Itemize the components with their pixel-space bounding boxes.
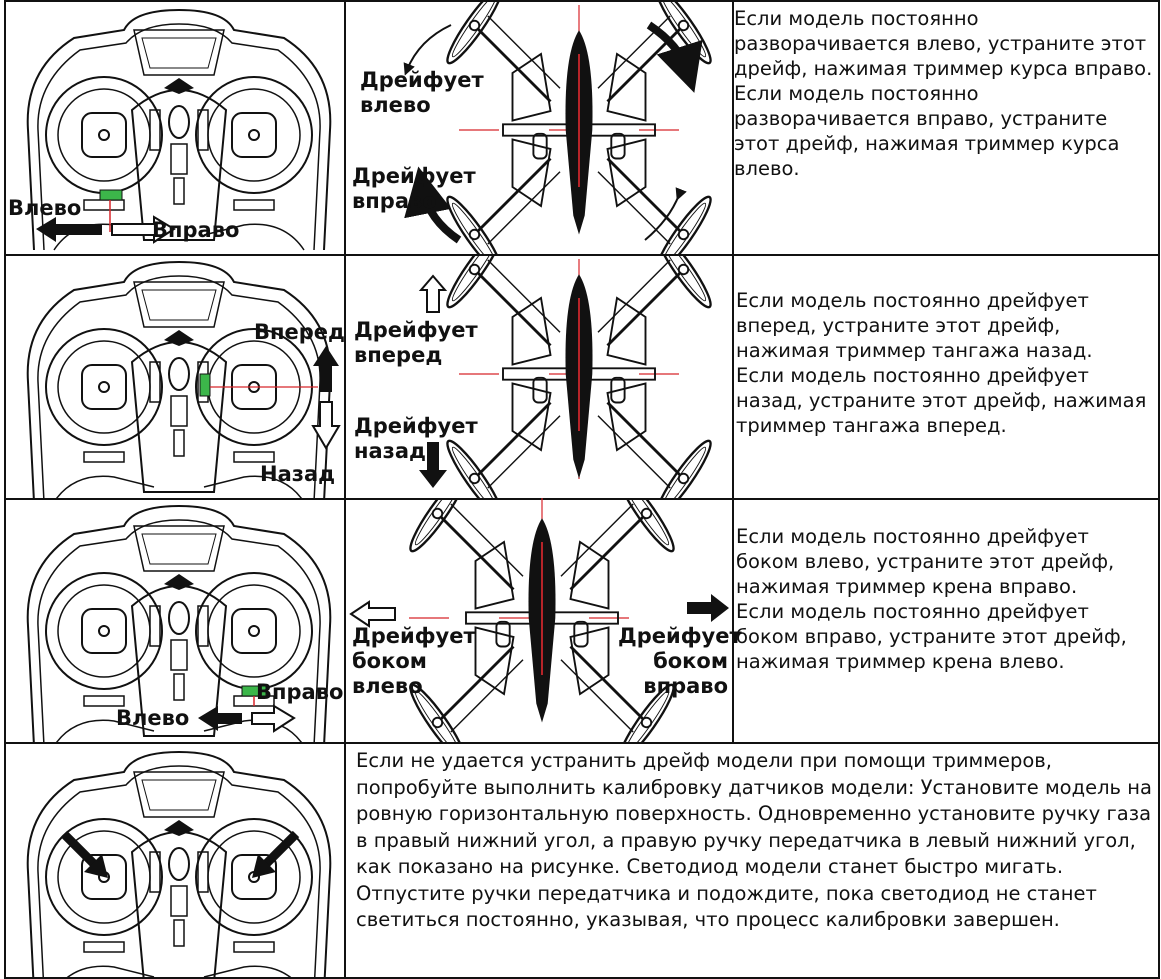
drone-label-1: Дрейфует боком влево xyxy=(352,624,476,698)
row-description: Если модель постоянно дрейфует вперед, у… xyxy=(736,288,1156,438)
description-para: Если модель постоянно дрейфует боком вле… xyxy=(736,525,1115,598)
transmitter-icon xyxy=(26,505,332,742)
drone-label-2: Дрейфует боком вправо xyxy=(618,624,742,698)
label-left: Влево xyxy=(8,196,82,220)
transmitter-icon xyxy=(26,261,332,498)
transmitter-icon xyxy=(26,751,332,979)
arrow-icon xyxy=(198,704,296,733)
description-para: Если модель постоянно дрейфует боком впр… xyxy=(736,600,1127,673)
quadcopter-icon xyxy=(418,254,735,498)
label-forward: Вперед xyxy=(254,320,345,344)
description-para: Если модель постоянно дрейфует вперед, у… xyxy=(736,289,1093,362)
drone-label-2: Дрейфует вправо xyxy=(352,164,476,213)
drone-label-2: Дрейфует назад xyxy=(354,414,478,463)
arrow-icon xyxy=(36,215,176,244)
row-roll: Вправо Влево Дрейфует боком влево Дрейфу… xyxy=(4,498,1160,742)
drone-label-1: Дрейфует влево xyxy=(360,68,484,117)
label-back: Назад xyxy=(260,462,336,486)
label-left: Влево xyxy=(116,706,190,730)
row-description: Если модель постоянно дрейфует боком вле… xyxy=(736,524,1156,674)
label-right: Вправо xyxy=(152,218,240,242)
quadcopter-icon xyxy=(403,0,735,254)
description-para: Если модель постоянно разворачивается вп… xyxy=(734,82,1120,180)
instruction-table xyxy=(4,0,1160,979)
transmitter-icon xyxy=(26,9,332,251)
row-pitch: Вперед Назад Дрейфует вперед Дрейфует на… xyxy=(4,254,1160,498)
quadcopter-icon xyxy=(349,498,729,742)
row-yaw: Влево Вправо Дрейфует влево Дрейфует впр… xyxy=(4,0,1160,254)
row-description: Если модель постоянно разворачивается вл… xyxy=(734,6,1154,181)
description-para: Если модель постоянно дрейфует назад, ус… xyxy=(736,364,1147,437)
label-right: Вправо xyxy=(256,680,344,704)
calibration-description: Если не удается устранить дрейф модели п… xyxy=(356,749,1152,931)
arrow-icon xyxy=(311,346,341,450)
drone-label-1: Дрейфует вперед xyxy=(354,318,478,367)
row-calibration: Если не удается устранить дрейф модели п… xyxy=(4,742,1160,979)
description-para: Если модель постоянно разворачивается вл… xyxy=(734,7,1153,80)
